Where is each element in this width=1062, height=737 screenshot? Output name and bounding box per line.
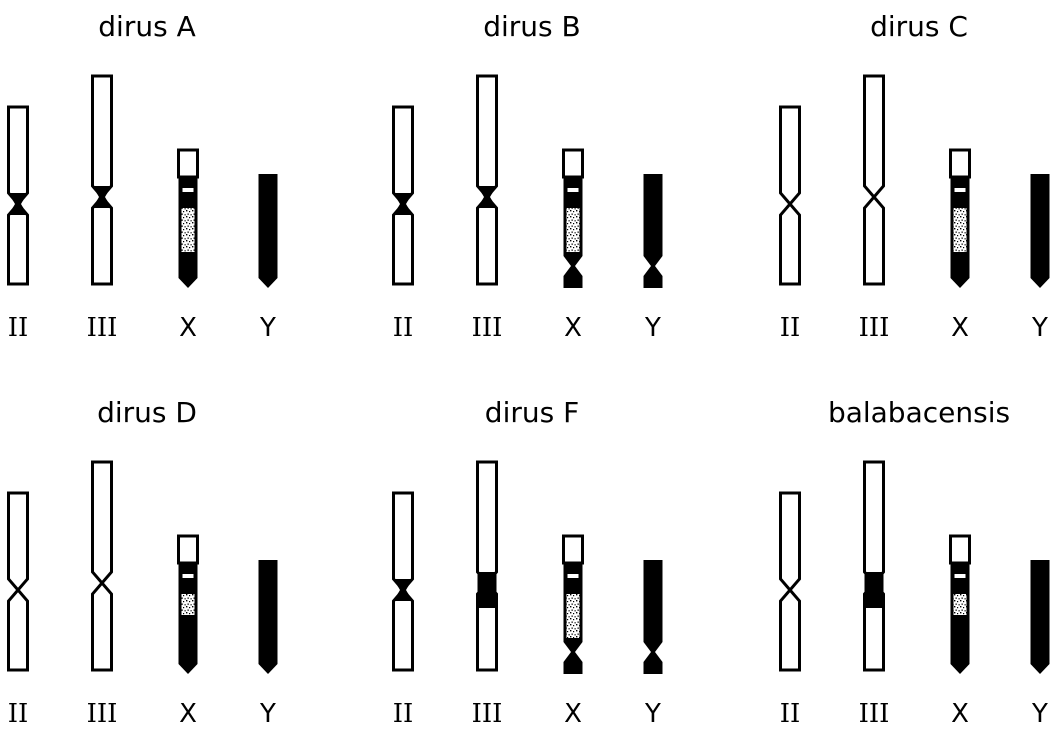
chromosome-iii-outline [91,74,113,286]
chromosome-x-stippled-region [181,208,195,252]
panel-title: dirus C [870,10,968,43]
chromosome-label: Y [259,313,276,343]
chromosome-x-white-band [567,188,579,192]
chromosome-label: X [179,699,197,729]
chromosome-label: II [8,699,29,729]
chromosome-label: X [951,699,969,729]
chromosome-label: III [87,699,118,729]
panel-title: dirus B [483,10,581,43]
chromosome-label: II [780,699,801,729]
chromosome-x-heterochromatin [950,563,970,674]
chromosome-label: X [179,313,197,343]
chromosome-iii-outline [476,460,498,672]
chromosome-y-body [643,560,663,674]
chromosome-label: II [393,699,414,729]
chromosome-ii-outline [392,491,414,672]
chromosome-x-euchromatin [177,148,199,179]
chromosome-x-white-band [182,188,194,192]
chromosome-x-stippled-region [566,594,580,638]
chromosome-ii-outline [779,491,801,672]
chromosome-x-white-band [954,574,966,578]
chromosome-label: Y [1031,699,1048,729]
chromosome-y-body [643,174,663,288]
chromosome-x-white-band [954,188,966,192]
chromosome-y-body [1030,174,1050,288]
chromosome-label: X [564,699,582,729]
chromosome-x-euchromatin [949,148,971,179]
chromosome-label: III [472,699,503,729]
chromosome-y-body [258,560,278,674]
chromosome-ii-outline [7,105,29,286]
chromosome-x-euchromatin [949,534,971,565]
chromosome-y-body [258,174,278,288]
panel-title: dirus F [485,396,579,429]
chromosome-label: II [8,313,29,343]
chromosome-ii-outline [392,105,414,286]
chromosome-label: Y [644,699,661,729]
chromosome-ii-outline [7,491,29,672]
chromosome-x-white-band [182,574,194,578]
panel-title: dirus A [98,10,195,43]
chromosome-label: III [859,313,890,343]
chromosome-y-body [1030,560,1050,674]
chromosome-label: II [780,313,801,343]
chromosome-label: Y [259,699,276,729]
chromosome-label: III [472,313,503,343]
chromosome-label: Y [644,313,661,343]
chromosome-x-euchromatin [562,148,584,179]
chromosome-x-heterochromatin [178,563,198,674]
chromosome-label: II [393,313,414,343]
chromosome-x-stippled-region [181,594,195,615]
chromosome-x-euchromatin [562,534,584,565]
chromosome-iii-outline [91,460,113,672]
chromosome-x-white-band [567,574,579,578]
chromosome-iii-outline [476,74,498,286]
chromosome-iii-outline [863,460,885,672]
chromosome-x-stippled-region [953,594,967,615]
panel-title: balabacensis [828,396,1010,429]
chromosome-x-stippled-region [566,208,580,252]
chromosome-label: X [951,313,969,343]
chromosome-x-euchromatin [177,534,199,565]
chromosome-iii-outline [863,74,885,286]
chromosome-label: III [87,313,118,343]
chromosome-x-stippled-region [953,208,967,252]
chromosome-label: III [859,699,890,729]
panel-title: dirus D [97,396,197,429]
chromosome-ii-outline [779,105,801,286]
chromosome-label: X [564,313,582,343]
chromosome-label: Y [1031,313,1048,343]
